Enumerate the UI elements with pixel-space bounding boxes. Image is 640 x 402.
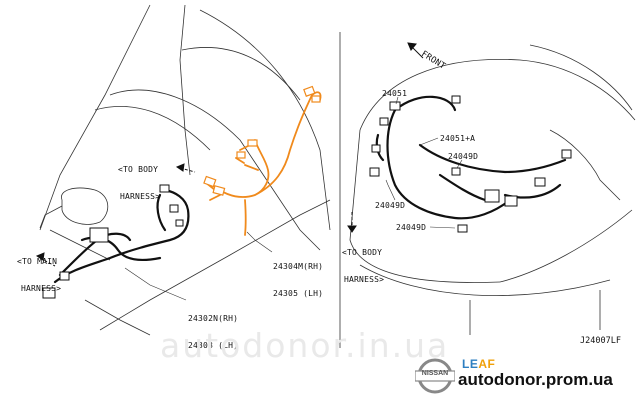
part-number-orange-harness: 24304M(RH) 24305 (LH) [273,262,324,298]
leaf-logo: LEAF [462,357,495,371]
nissan-logo-text: NISSAN [421,370,449,377]
part-number-24049d-1: 24049D [448,152,479,161]
to-main-harness-label: <TO MAIN HARNESS> [17,257,62,293]
leaders-left [124,231,273,301]
to-body-harness-label-left: <TO BODY HARNESS> [118,165,161,201]
leaf-logo-part1: LE [462,357,479,371]
nissan-logo-icon [415,358,455,394]
diagram-code: J24007LF [580,336,621,346]
arrows-left [35,163,196,267]
to-body-harness-label-right: <TO BODY HARNESS> [342,248,385,284]
watermark-text: autodonor.in.ua [160,326,450,365]
rear-connectors [369,95,572,233]
car-body-outline-left [39,4,331,336]
leaders-right [385,96,463,229]
part-number-24051: 24051 [382,89,408,98]
part-number-24049d-2: 24049D [375,201,406,210]
leaf-logo-part2: AF [478,357,496,371]
black-connectors [42,184,184,299]
part-number-black-harness: 24302N(RH) 24303 (LH) [188,314,239,350]
orange-connectors [203,85,321,196]
arrows-right [347,42,424,233]
part-number-24049d-3: 24049D [396,223,427,232]
site-brand-text: autodonor.prom.ua [458,370,613,389]
car-body-outline-right [349,44,636,335]
part-number-24051a: 24051+A [440,134,476,143]
